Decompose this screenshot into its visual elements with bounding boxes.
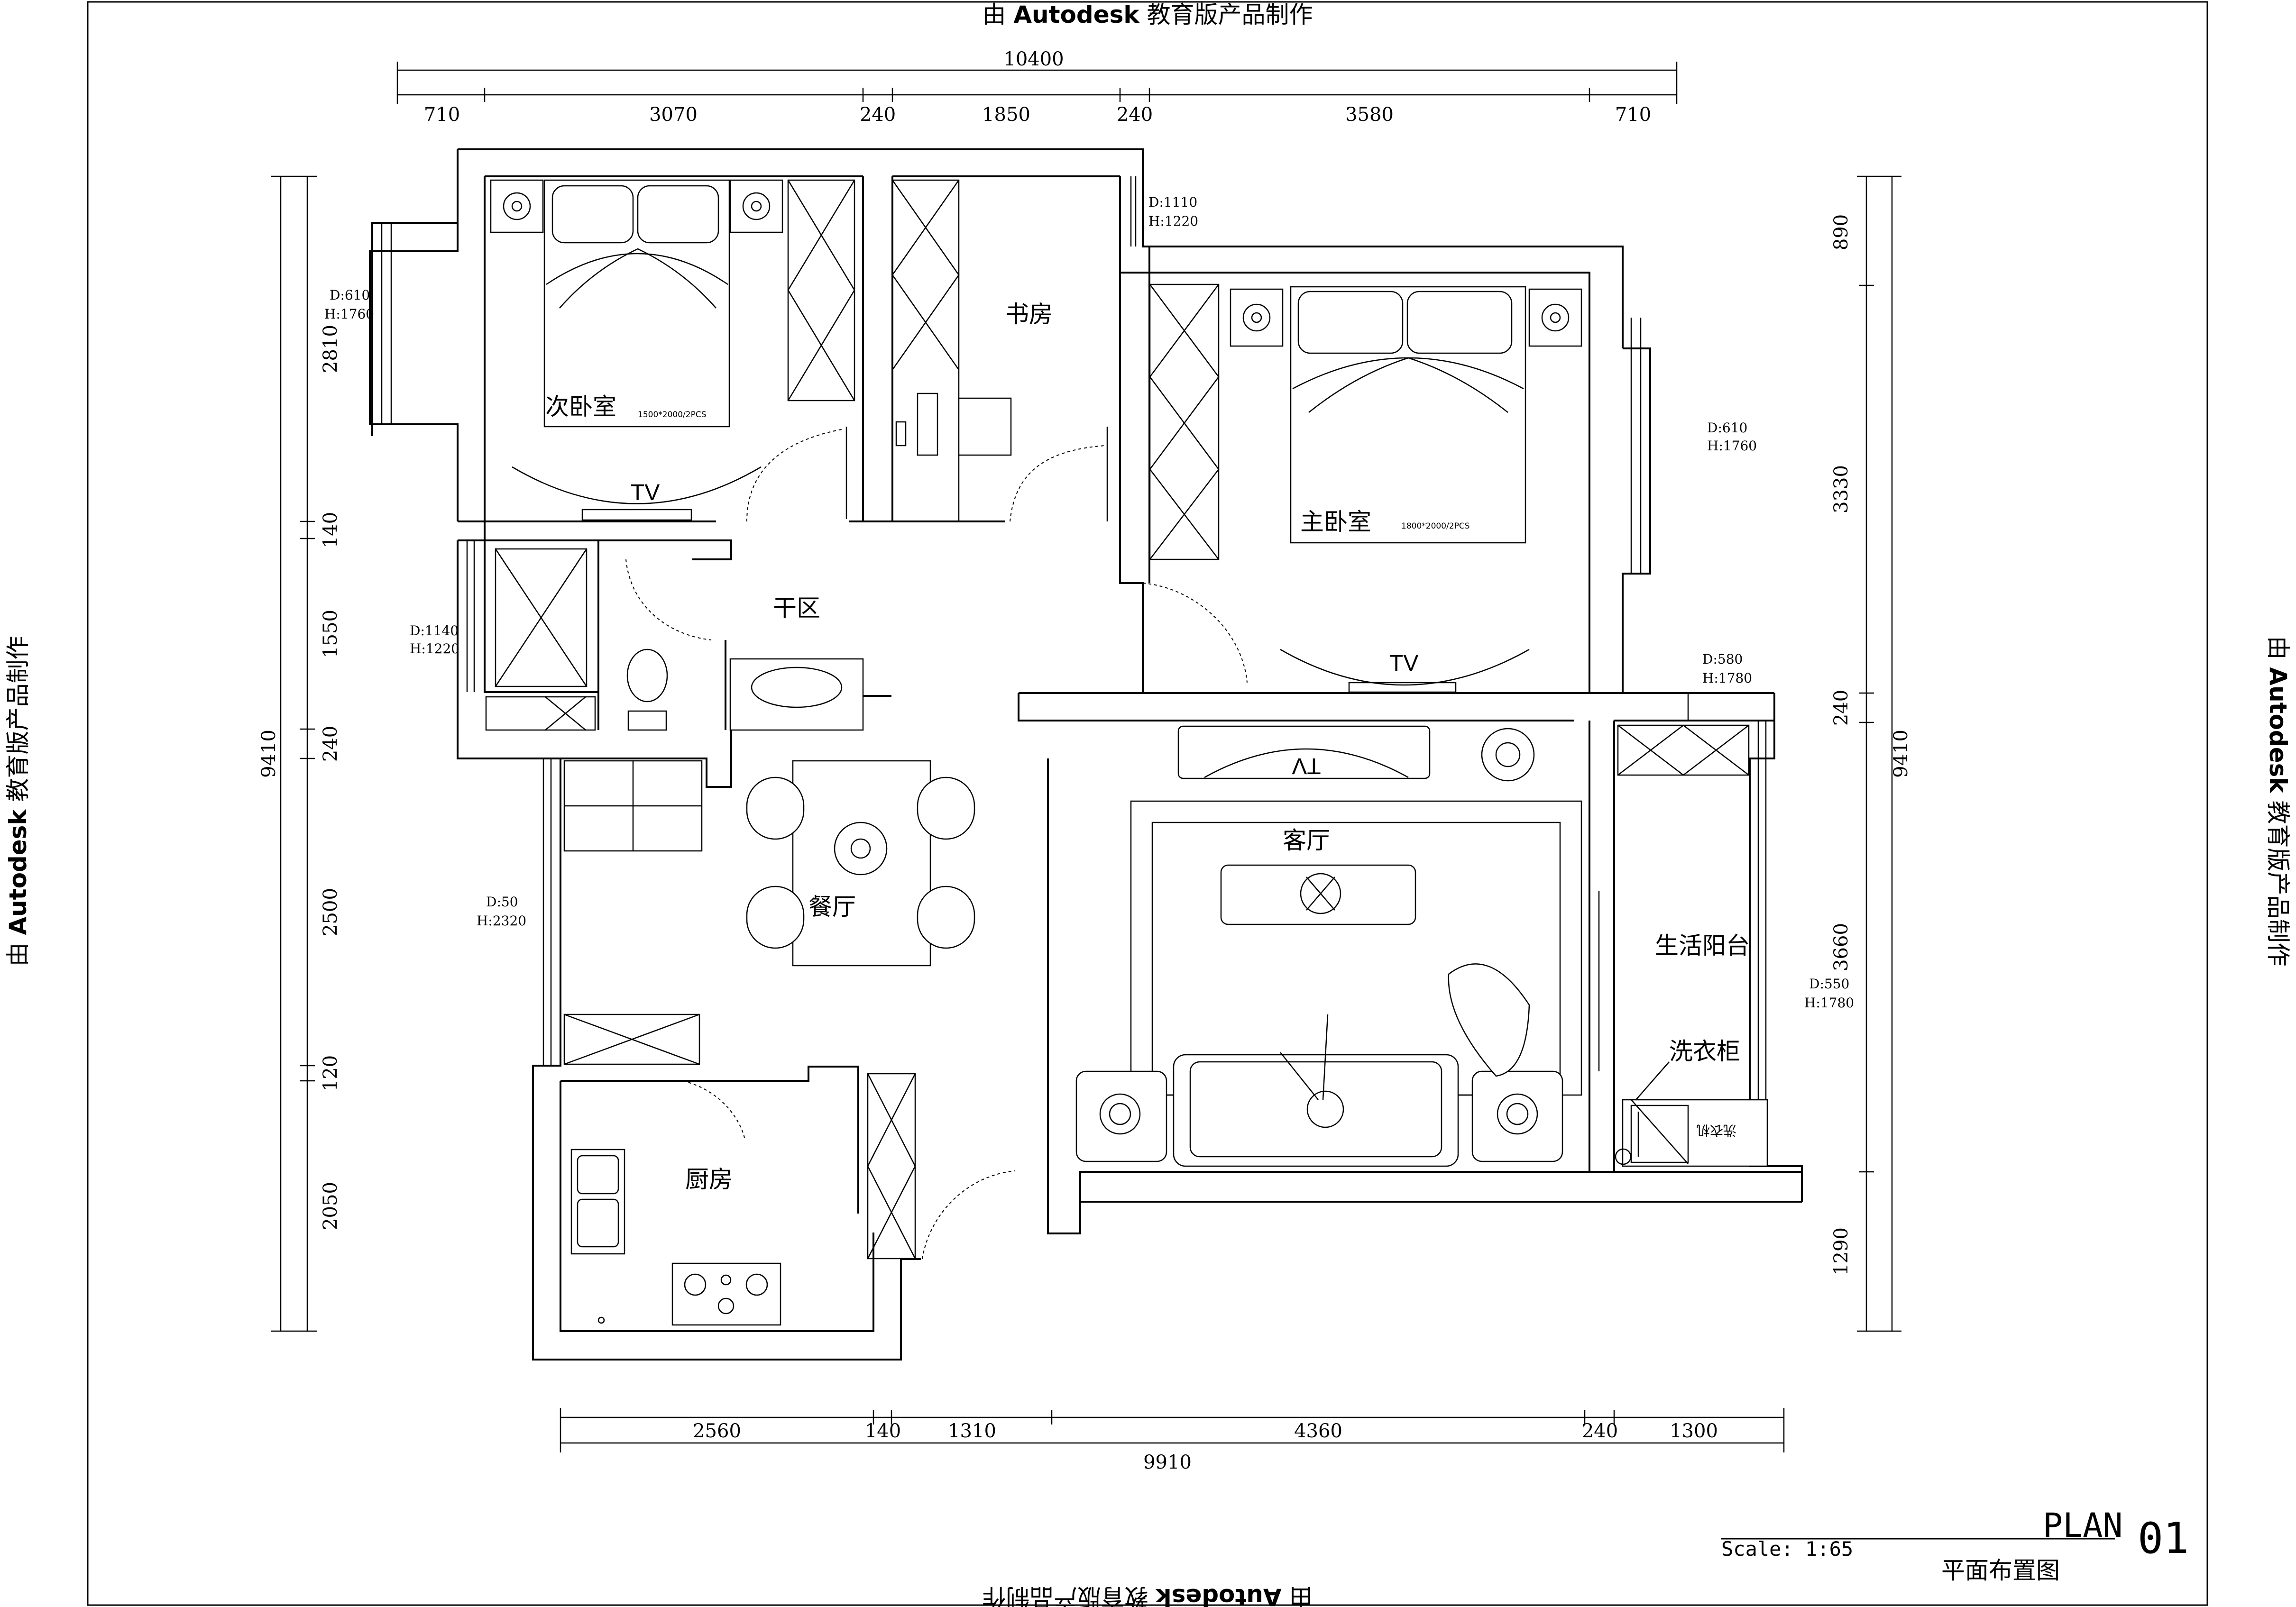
dim-bottom-5: 240 <box>1582 1420 1618 1442</box>
dim-right-2: 3330 <box>1830 465 1852 513</box>
note-dining-h: H:2320 <box>477 913 526 929</box>
room-kitchen: 厨房 <box>685 1166 733 1193</box>
dining-furniture <box>563 760 975 967</box>
note-balcony-side-d: D:550 <box>1809 976 1849 992</box>
dimension-left <box>271 175 317 1332</box>
dim-bottom-4: 4360 <box>1294 1420 1342 1442</box>
watermark-bottom: 由 Autodesk 教育版产品制作 <box>982 1583 1313 1607</box>
note-master-h: H:1760 <box>1707 438 1757 454</box>
watermark-top: 由 Autodesk 教育版产品制作 <box>982 1 1313 28</box>
dim-top-4: 1850 <box>982 104 1030 126</box>
note-2nd-bed-d: D:610 <box>330 287 370 303</box>
bed-size-second: 1500*2000/2PCS <box>638 410 706 420</box>
kitchen-furniture <box>563 1014 916 1326</box>
dim-left-3: 1550 <box>320 610 341 658</box>
doors <box>625 429 1248 1260</box>
dim-bottom-3: 1310 <box>948 1420 996 1442</box>
dim-left-6: 120 <box>320 1055 341 1091</box>
note-dining-d: D:50 <box>486 894 518 910</box>
dim-top-6: 3580 <box>1345 104 1394 126</box>
room-second-bedroom: 次卧室 <box>545 393 616 420</box>
note-bath-h: H:1220 <box>410 641 459 657</box>
note-bath-d: D:1140 <box>410 623 459 639</box>
master-bedroom-furniture <box>1149 283 1582 693</box>
dim-bottom-total: 9910 <box>1143 1452 1192 1473</box>
windows <box>381 176 1767 1166</box>
tv-second-bedroom: TV <box>631 480 660 505</box>
balcony-furniture <box>1615 724 1768 1167</box>
dimension-top <box>396 62 1678 104</box>
label-laundry-cabinet: 洗衣柜 <box>1669 1038 1740 1065</box>
title-plan: PLAN <box>2043 1506 2123 1545</box>
room-master-bedroom: 主卧室 <box>1300 508 1371 536</box>
room-living: 客厅 <box>1283 827 1330 854</box>
dim-right-3: 240 <box>1830 690 1852 726</box>
room-balcony: 生活阳台 <box>1655 932 1750 959</box>
tv-living-room: TV <box>1292 753 1321 778</box>
dim-bottom-1: 2560 <box>693 1420 741 1442</box>
dim-right-1: 890 <box>1830 214 1852 250</box>
title-scale: Scale: 1:65 <box>1721 1537 1853 1561</box>
dim-left-total: 9410 <box>258 730 280 778</box>
dim-top-5: 240 <box>1117 104 1153 126</box>
second-bedroom-furniture <box>490 179 855 521</box>
watermark-right: 由 Autodesk 教育版产品制作 <box>2264 636 2292 966</box>
note-study-h: H:1220 <box>1148 213 1198 229</box>
dim-bottom-6: 1300 <box>1670 1420 1718 1442</box>
note-balcony-top-h: H:1780 <box>1702 670 1752 686</box>
dim-left-5: 2500 <box>320 888 341 936</box>
dim-left-1: 2810 <box>320 325 341 373</box>
tv-master-bedroom: TV <box>1389 651 1418 676</box>
dim-left-4: 240 <box>320 726 341 762</box>
dim-left-2: 140 <box>320 512 341 548</box>
title-number: 01 <box>2138 1514 2189 1563</box>
label-washing-machine: 洗衣机 <box>1697 1123 1736 1138</box>
dim-right-4: 3660 <box>1830 923 1852 971</box>
dim-left-7: 2050 <box>320 1182 341 1230</box>
note-2nd-bed-h: H:1760 <box>324 306 374 322</box>
living-room-furniture <box>1075 725 1582 1167</box>
watermark-left: 由 Autodesk 教育版产品制作 <box>4 636 32 966</box>
dimension-right <box>1857 175 1901 1332</box>
dim-top-total: 10400 <box>1003 48 1064 70</box>
dry-area-furniture <box>485 548 864 731</box>
dim-bottom-2: 140 <box>865 1420 901 1442</box>
room-dining: 餐厅 <box>808 893 856 921</box>
dim-top-2: 3070 <box>649 104 698 126</box>
dim-top-7: 710 <box>1615 104 1651 126</box>
bed-size-master: 1800*2000/2PCS <box>1401 521 1469 531</box>
dim-right-total: 9410 <box>1890 730 1912 778</box>
note-study-d: D:1110 <box>1148 194 1197 210</box>
note-balcony-side-h: H:1780 <box>1804 995 1854 1011</box>
title-chinese: 平面布置图 <box>1941 1557 2060 1584</box>
note-balcony-top-d: D:580 <box>1702 651 1743 667</box>
dim-right-5: 1290 <box>1830 1227 1852 1276</box>
room-study: 书房 <box>1005 301 1053 328</box>
dimension-bottom <box>560 1408 1785 1452</box>
sheet-border <box>87 1 2208 1606</box>
study-furniture <box>891 179 1108 522</box>
note-master-d: D:610 <box>1707 420 1747 436</box>
room-dry-area: 干区 <box>773 594 820 622</box>
dim-top-1: 710 <box>424 104 460 126</box>
dim-top-3: 240 <box>860 104 896 126</box>
